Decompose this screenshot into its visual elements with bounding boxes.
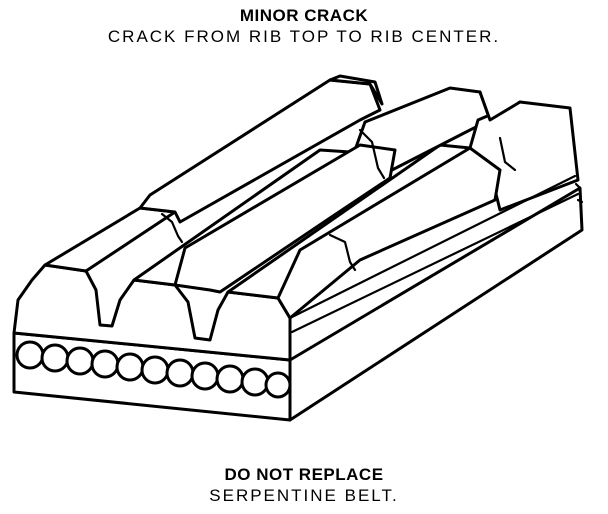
belt-cords [15,340,292,399]
action-heading: DO NOT REPLACE [224,465,384,484]
condition-description: CRACK FROM RIB TOP TO RIB CENTER. [107,27,501,46]
condition-heading: MINOR CRACK [239,6,369,25]
top-caption: MINOR CRACK CRACK FROM RIB TOP TO RIB CE… [0,6,608,48]
belt-groove-lines [84,174,580,340]
bottom-caption: DO NOT REPLACE SERPENTINE BELT. [0,465,608,507]
action-description: SERPENTINE BELT. [209,486,399,505]
belt-ribs [12,74,580,362]
